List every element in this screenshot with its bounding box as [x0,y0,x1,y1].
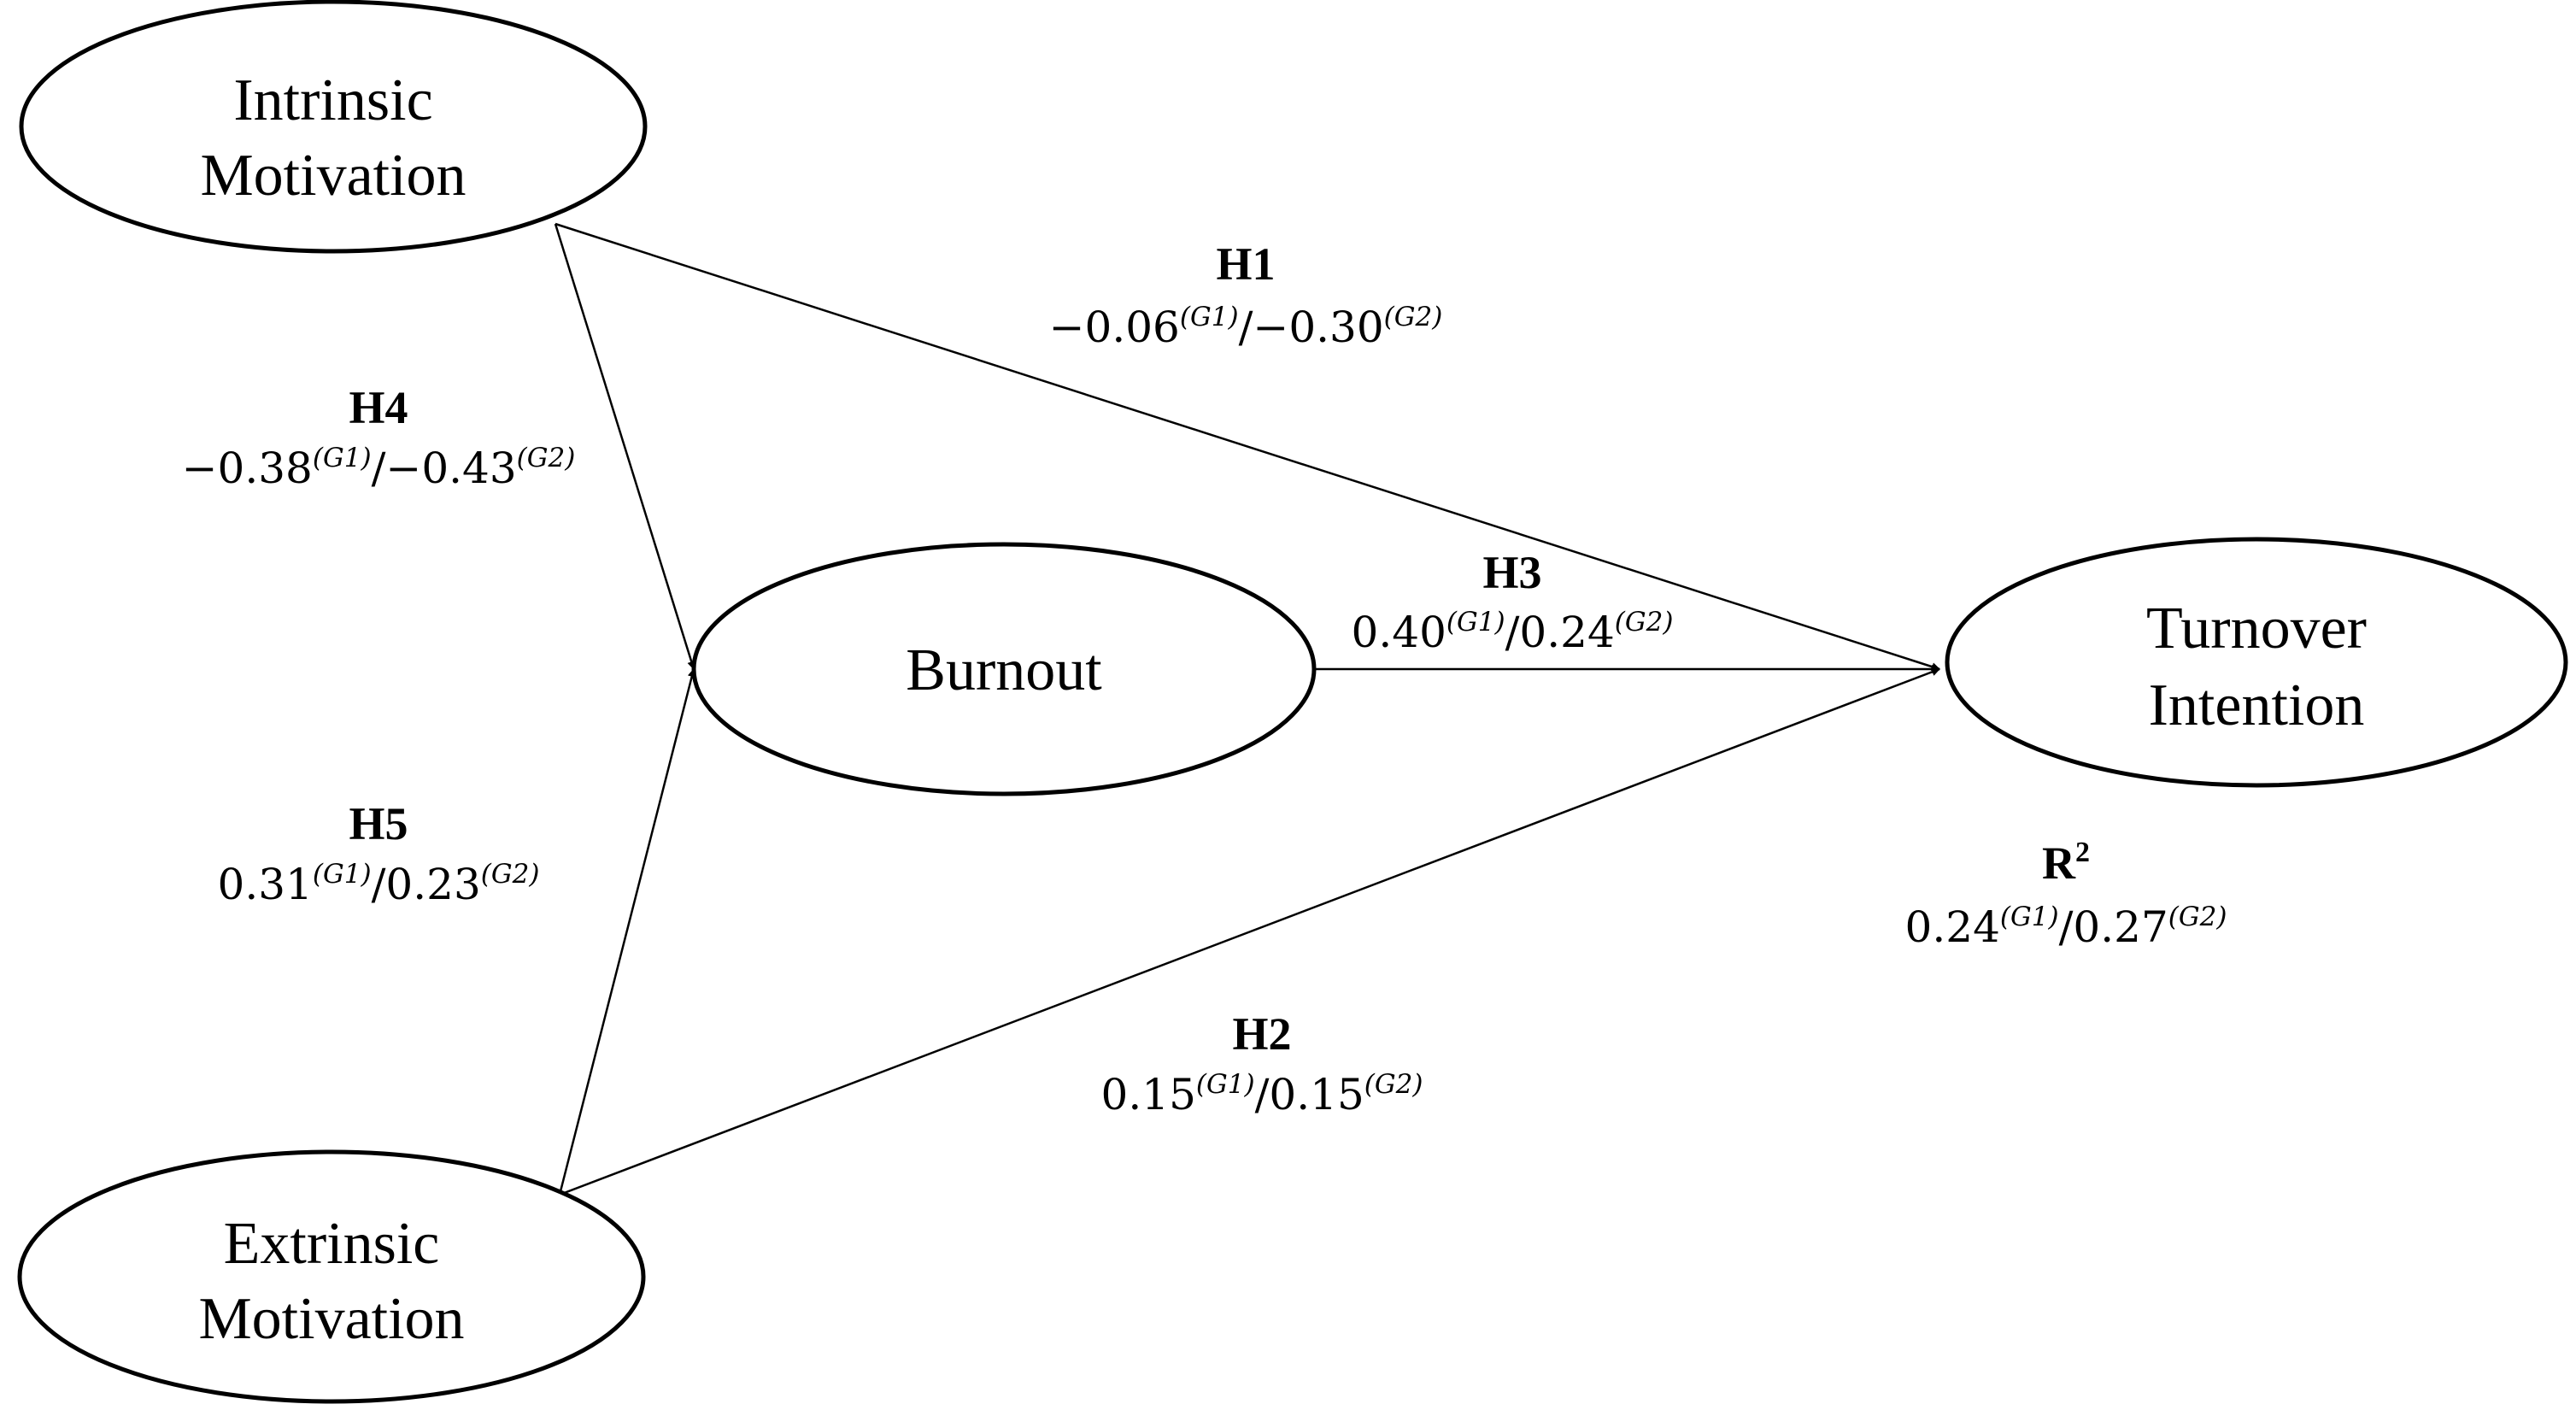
path-h1-label: H1 −0.06(G1)/−0.30(G2) [1049,238,1443,352]
path-h1-separator: / [1239,303,1253,352]
node-extrinsic-line2: Motivation [198,1286,464,1352]
r-squared-exponent: 2 [2075,837,2090,868]
path-h5-g2-value: 0.23 [385,860,480,909]
path-h3-label: H3 0.40(G1)/0.24(G2) [1352,547,1674,657]
path-h3-g2-value: 0.24 [1519,608,1614,657]
r-squared-g2-value: 0.27 [2073,902,2168,952]
node-turnover-line1: Turnover [2146,596,2367,661]
r-squared-label: R2 0.24(G1)/0.27(G2) [1905,837,2227,952]
r-squared-g1-value: 0.24 [1905,902,2000,952]
path-h2-g1-value: 0.15 [1101,1070,1196,1119]
r-squared-g2-tag: (G2) [2168,902,2227,932]
path-h2-separator: / [1255,1070,1270,1119]
path-h5-coefficients: 0.31(G1)/0.23(G2) [218,859,540,909]
path-h2-g1-tag: (G1) [1196,1069,1255,1100]
path-h5-name: H5 [349,798,408,849]
r-squared-name: R2 [2042,837,2090,889]
node-intrinsic-line1: Intrinsic [233,68,432,133]
path-h3-name: H3 [1482,547,1541,598]
path-h1-g1-tag: (G1) [1180,302,1239,332]
path-h5-g2-tag: (G2) [481,859,540,890]
path-h1-arrow [555,222,1940,672]
r-squared-values: 0.24(G1)/0.27(G2) [1905,902,2227,952]
path-h2-coefficients: 0.15(G1)/0.15(G2) [1101,1069,1423,1119]
path-h2-g2-value: 0.15 [1269,1070,1364,1119]
path-h4-arrow [554,223,696,670]
node-burnout-label: Burnout [906,637,1102,703]
path-h3-g1-value: 0.40 [1352,608,1446,657]
path-h3-separator: / [1505,608,1520,657]
path-h3-g1-tag: (G1) [1446,607,1505,637]
r-squared-letter: R [2042,837,2076,889]
path-h4-g2-tag: (G2) [517,443,576,473]
node-turnover-line2: Intention [2149,673,2365,738]
path-h5-g1-value: 0.31 [218,860,313,909]
path-h1-coefficients: −0.06(G1)/−0.30(G2) [1049,302,1443,352]
node-intrinsic-line2: Motivation [200,143,466,209]
node-intrinsic-motivation: Intrinsic Motivation [19,0,648,254]
path-h1-g2-tag: (G2) [1384,302,1443,332]
r-squared-g1-tag: (G1) [2000,902,2059,932]
node-burnout: Burnout [691,542,1317,796]
r-squared-separator: / [2059,902,2074,952]
path-h1-g2-value: −0.30 [1253,303,1383,352]
path-h4-g2-value: −0.43 [385,444,516,493]
node-extrinsic-motivation: Extrinsic Motivation [17,1149,646,1404]
path-h3-g2-tag: (G2) [1615,607,1674,637]
path-h2-name: H2 [1232,1008,1291,1060]
path-h4-g1-value: −0.38 [182,444,313,493]
path-h4-separator: / [372,444,386,493]
path-h2-label: H2 0.15(G1)/0.15(G2) [1101,1008,1423,1119]
path-h2-arrow [559,667,1940,1196]
path-h4-name: H4 [349,382,408,433]
path-h5-g1-tag: (G1) [313,859,372,890]
path-h2-g2-tag: (G2) [1364,1069,1423,1100]
path-h4-g1-tag: (G1) [313,443,372,473]
node-extrinsic-line1: Extrinsic [224,1211,440,1277]
path-h5-label: H5 0.31(G1)/0.23(G2) [218,798,540,909]
path-h4-label: H4 −0.38(G1)/−0.43(G2) [182,382,576,493]
path-h4-coefficients: −0.38(G1)/−0.43(G2) [182,443,576,493]
path-h3-coefficients: 0.40(G1)/0.24(G2) [1352,607,1674,657]
path-h5-separator: / [372,860,386,909]
node-turnover-intention: Turnover Intention [1945,537,2568,788]
path-h1-g1-value: −0.06 [1049,303,1180,352]
path-h1-name: H1 [1216,238,1275,290]
path-h5-arrow [558,668,696,1196]
